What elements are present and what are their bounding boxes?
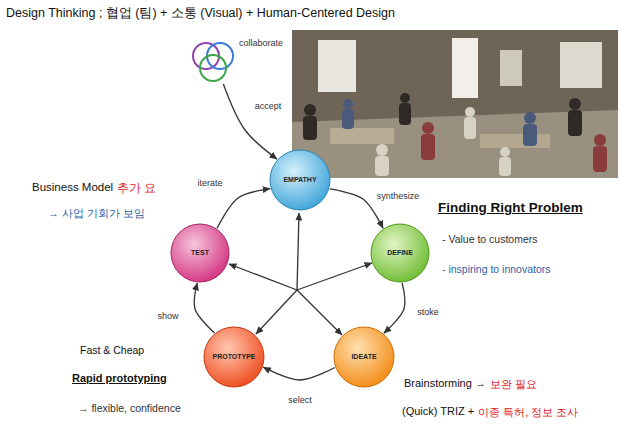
hub-arrows xyxy=(229,213,372,335)
note-text: (Quick) TRIZ + xyxy=(402,405,474,417)
phase-name: IDEATE xyxy=(351,353,376,361)
note-text: Finding Right Problem xyxy=(438,200,583,215)
phase-name: TEST xyxy=(191,249,209,257)
edge-label: iterate xyxy=(195,178,224,188)
workshop-photo xyxy=(292,30,618,178)
edge-label: show xyxy=(155,311,180,321)
note-text: - inspiring to innovators xyxy=(442,263,551,275)
phase-circle: IDEATE xyxy=(333,326,395,388)
overlap-circles xyxy=(190,40,236,84)
phase-circle: EMPATHY xyxy=(269,149,331,211)
icon-label: collaborate xyxy=(239,38,283,48)
edge-label: stoke xyxy=(415,307,441,317)
note-text: 보완 필요 xyxy=(490,377,537,392)
edge-label: synthesize xyxy=(375,191,422,201)
note-text: - Value to customers xyxy=(442,233,538,245)
note-text: 이종 특허, 정보 조사 xyxy=(478,405,578,420)
note-text: Rapid prototyping xyxy=(72,372,167,384)
phase-circle: TEST xyxy=(170,223,230,283)
note-text: Business Model xyxy=(32,181,113,193)
edge-label: accept xyxy=(253,101,284,111)
phase-circle: DEFINE xyxy=(370,223,430,283)
diagram-title: Design Thinking ; 협업 (팀) + 소통 (Visual) +… xyxy=(6,5,395,22)
edge-label: select xyxy=(286,395,314,405)
phase-circle: PROTOTYPE xyxy=(203,326,265,388)
note-text: Brainstorming → xyxy=(404,377,486,389)
cycle-arrow xyxy=(194,283,214,333)
note-text: → 사업 기회가 보임 xyxy=(48,206,145,221)
phase-name: PROTOTYPE xyxy=(212,353,255,361)
cycle-arrow xyxy=(384,283,405,333)
phase-name: EMPATHY xyxy=(283,176,316,184)
cycle-arrow xyxy=(223,84,277,159)
note-text: Fast & Cheap xyxy=(80,344,144,356)
cycle-arrow xyxy=(263,367,335,380)
phase-name: DEFINE xyxy=(387,249,413,257)
note-text: 추가 요 xyxy=(117,181,156,196)
note-text: → flexible, confidence xyxy=(78,402,181,414)
cycle-arrow xyxy=(217,189,270,229)
collaborate-icon: collaborate xyxy=(190,40,236,84)
